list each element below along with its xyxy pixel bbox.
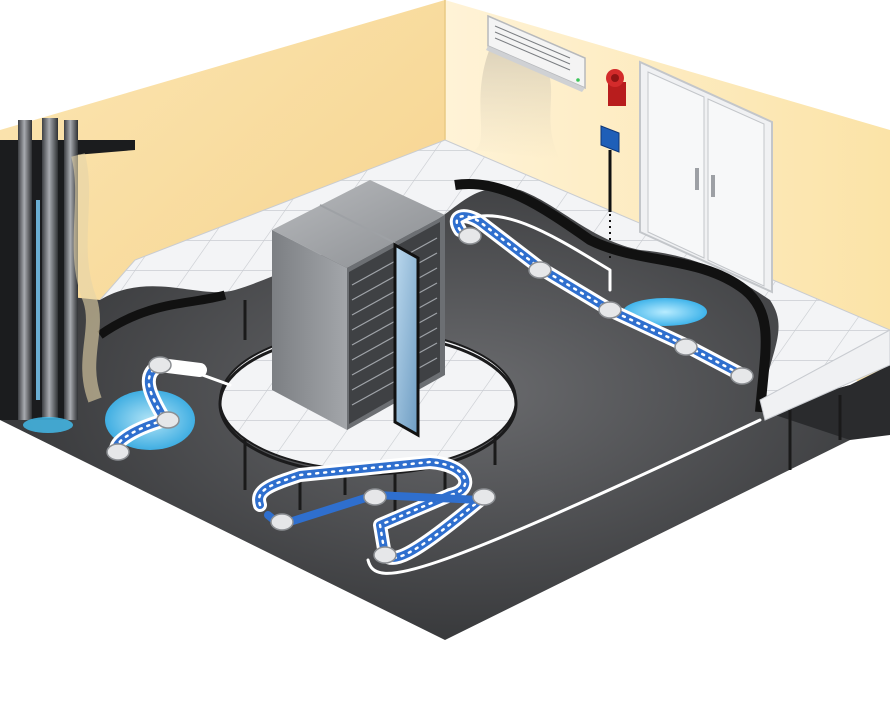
leak-sensor-group bbox=[106, 227, 754, 564]
leak-sensor-icon bbox=[106, 443, 130, 461]
leak-sensor-icon bbox=[528, 261, 552, 279]
leak-sensor-icon bbox=[598, 301, 622, 319]
leak-sensor-icon bbox=[674, 338, 698, 356]
leak-sensor-icon bbox=[148, 356, 172, 374]
leak-sensor-icon bbox=[363, 488, 387, 506]
server-rack-icon bbox=[272, 180, 445, 438]
door-icon bbox=[639, 60, 773, 294]
alarm-bell-icon bbox=[606, 69, 626, 106]
leak-sensor-icon bbox=[458, 227, 482, 245]
air-conditioner-icon bbox=[475, 14, 586, 160]
leak-sensor-icon bbox=[373, 546, 397, 564]
leak-sensor-icon bbox=[270, 513, 294, 531]
leak-sensor-icon bbox=[730, 367, 754, 385]
control-panel-icon bbox=[600, 125, 620, 262]
leak-sensor-icon bbox=[472, 488, 496, 506]
water-pipe-icon bbox=[0, 118, 135, 420]
leak-sensor-icon bbox=[156, 411, 180, 429]
